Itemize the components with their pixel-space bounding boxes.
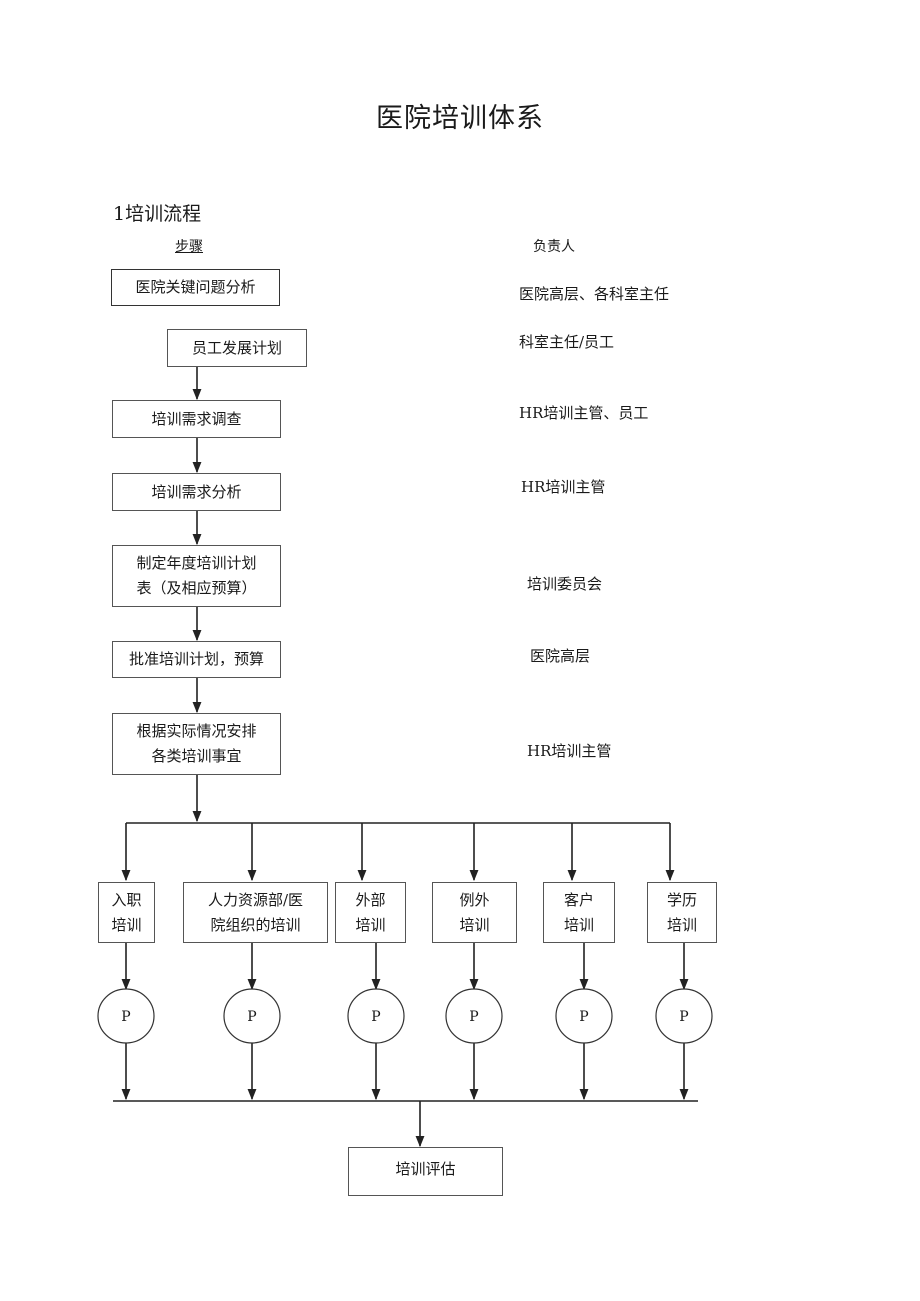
p-node-1 [97, 988, 155, 1044]
responsible-step-3: HR培训主管、员工 [519, 404, 649, 422]
p-node-3-label: P [371, 1009, 380, 1025]
p-node-2-label: P [247, 1009, 256, 1025]
step-training-needs-survey: 培训需求调查 [112, 400, 281, 438]
responsible-step-5: 培训委员会 [527, 575, 603, 593]
section-heading: 1培训流程 [113, 203, 202, 225]
branch-degree-training: 学历 培训 [647, 882, 717, 943]
step-arrange-training: 根据实际情况安排 各类培训事宜 [112, 713, 281, 775]
branch-exception-training: 例外 培训 [432, 882, 517, 943]
branch-external-training: 外部 培训 [335, 882, 406, 943]
p-node-5-label: P [579, 1009, 588, 1025]
page-title: 医院培训体系 [376, 103, 544, 134]
p-node-5 [555, 988, 613, 1044]
p-node-4-label: P [469, 1009, 478, 1025]
p-node-1-label: P [121, 1009, 130, 1025]
step-employee-development-plan: 员工发展计划 [167, 329, 307, 367]
p-node-4 [445, 988, 503, 1044]
step-approve-plan-budget: 批准培训计划，预算 [112, 641, 281, 678]
p-node-2 [223, 988, 281, 1044]
step-training-evaluation: 培训评估 [348, 1147, 503, 1196]
responsible-step-7: HR培训主管 [527, 742, 612, 760]
step-training-needs-analysis: 培训需求分析 [112, 473, 281, 511]
responsible-step-2: 科室主任/员工 [519, 333, 615, 351]
responsible-step-1: 医院高层、各科室主任 [519, 285, 670, 303]
step-key-issue-analysis: 医院关键问题分析 [111, 269, 280, 306]
responsible-step-4: HR培训主管 [521, 478, 606, 496]
step-annual-training-plan: 制定年度培训计划 表（及相应预算） [112, 545, 281, 607]
responsible-step-6: 医院高层 [530, 647, 591, 665]
branch-hr-organized-training: 人力资源部/医 院组织的培训 [183, 882, 328, 943]
branch-customer-training: 客户 培训 [543, 882, 615, 943]
responsible-column-header: 负责人 [533, 239, 575, 255]
p-node-6-label: P [679, 1009, 688, 1025]
p-node-6 [655, 988, 713, 1044]
branch-onboarding-training: 入职 培训 [98, 882, 155, 943]
p-node-3 [347, 988, 405, 1044]
steps-column-header: 步骤 [175, 239, 203, 255]
